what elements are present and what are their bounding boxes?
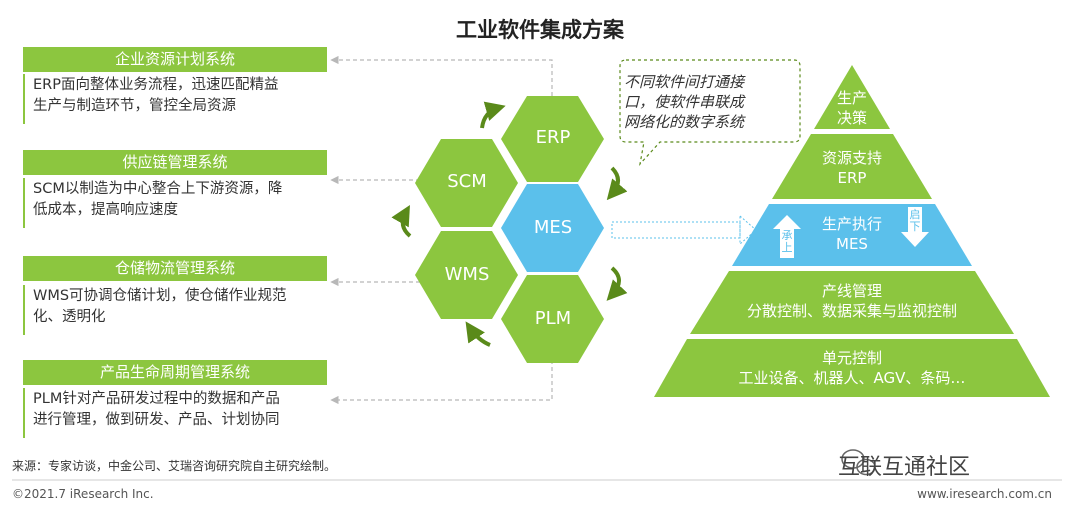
down-arrow-icon (901, 207, 929, 247)
hex-erp (501, 96, 604, 182)
erp-desc-line-2: 生产与制造环节，管控全局资源 (33, 98, 236, 114)
level-2-line-2: ERP (837, 169, 867, 187)
source-note: 来源：专家访谈，中金公司、艾瑞咨询研究院自主研究绘制。 (12, 459, 337, 473)
pyramid-level-5 (654, 339, 1050, 397)
scm-system-header: 供应链管理系统 (23, 150, 327, 175)
dashed-connectors (330, 55, 553, 405)
plm-desc-line-1: PLM针对产品研发过程中的数据和产品 (33, 391, 280, 407)
pyramid-level-4 (690, 271, 1014, 334)
plm-desc-line-2: 进行管理，做到研发、产品、计划协同 (33, 412, 280, 428)
pyramid-level-1-text: 生产 决策 (812, 88, 892, 128)
pyramid-level-2-text: 资源支持 ERP (792, 148, 912, 188)
curved-arrow-icon (391, 101, 628, 347)
level-1-line-1: 生产 (836, 89, 867, 107)
pyramid-level-4-text: 产线管理 分散控制、数据采集与监视控制 (712, 281, 992, 321)
pyramid-level-3-right-label: 启下 (909, 208, 921, 233)
hex-erp-label: ERP (535, 127, 571, 148)
bubble-line-2: 口，使软件串联成 (624, 93, 745, 111)
hex-scm-label: SCM (447, 171, 487, 192)
wms-desc-line-2: 化、透明化 (33, 309, 106, 325)
bubble-line-3: 网络化的数字系统 (624, 113, 745, 131)
scm-desc-line-1: SCM以制造为中心整合上下游资源，降 (33, 181, 283, 197)
dotted-arrow-icon (611, 214, 757, 246)
level-3-line-2: MES (836, 235, 868, 253)
pyramid-level-3-left-label: 承上 (781, 229, 793, 254)
website-link[interactable]: www.iresearch.com.cn (917, 487, 1052, 501)
wms-system-header: 仓储物流管理系统 (23, 256, 327, 281)
level-2-line-1: 资源支持 (821, 149, 882, 167)
level-4-line-1: 产线管理 (821, 282, 882, 300)
pyramid-level-2 (772, 134, 932, 199)
plm-system-header: 产品生命周期管理系统 (23, 360, 327, 385)
hex-scm (415, 139, 518, 227)
erp-desc-line-1: ERP面向整体业务流程，迅速匹配精益 (33, 77, 279, 93)
bubble-line-1: 不同软件间打通接 (624, 73, 745, 91)
erp-system-header: 企业资源计划系统 (23, 47, 327, 72)
level-3-line-1: 生产执行 (821, 215, 882, 233)
hex-wms (415, 231, 518, 319)
hex-plm (501, 275, 604, 363)
watermark: 互联互通社区 (838, 455, 971, 480)
plm-system-desc: PLM针对产品研发过程中的数据和产品 进行管理，做到研发、产品、计划协同 (23, 388, 327, 438)
speech-bubble (619, 59, 801, 166)
erp-system-desc: ERP面向整体业务流程，迅速匹配精益 生产与制造环节，管控全局资源 (23, 74, 327, 124)
wechat-icon (841, 449, 876, 476)
wms-system-desc: WMS可协调仓储计划，使仓储作业规范 化、透明化 (23, 285, 327, 335)
hex-mes (501, 184, 604, 272)
level-5-line-1: 单元控制 (821, 349, 882, 367)
wms-desc-line-1: WMS可协调仓储计划，使仓储作业规范 (33, 288, 287, 304)
pyramid-level-3-text: 生产执行 MES (792, 214, 912, 254)
level-1-line-2: 决策 (836, 109, 867, 127)
bubble-text: 不同软件间打通接 口，使软件串联成 网络化的数字系统 (624, 72, 784, 132)
copyright: ©2021.7 iResearch Inc. (12, 487, 154, 501)
hex-wms-label: WMS (444, 264, 490, 285)
page-title: 工业软件集成方案 (456, 18, 624, 42)
scm-system-desc: SCM以制造为中心整合上下游资源，降 低成本，提高响应速度 (23, 178, 327, 228)
hex-plm-label: PLM (534, 308, 572, 329)
level-5-line-2: 工业设备、机器人、AGV、条码… (738, 369, 966, 387)
level-4-line-2: 分散控制、数据采集与监视控制 (746, 302, 957, 320)
up-arrow-icon (773, 215, 801, 258)
hex-mes-label: MES (533, 217, 573, 238)
pyramid-level-5-text: 单元控制 工业设备、机器人、AGV、条码… (692, 348, 1012, 388)
scm-desc-line-2: 低成本，提高响应速度 (33, 202, 178, 218)
pyramid-level-1 (814, 65, 890, 129)
